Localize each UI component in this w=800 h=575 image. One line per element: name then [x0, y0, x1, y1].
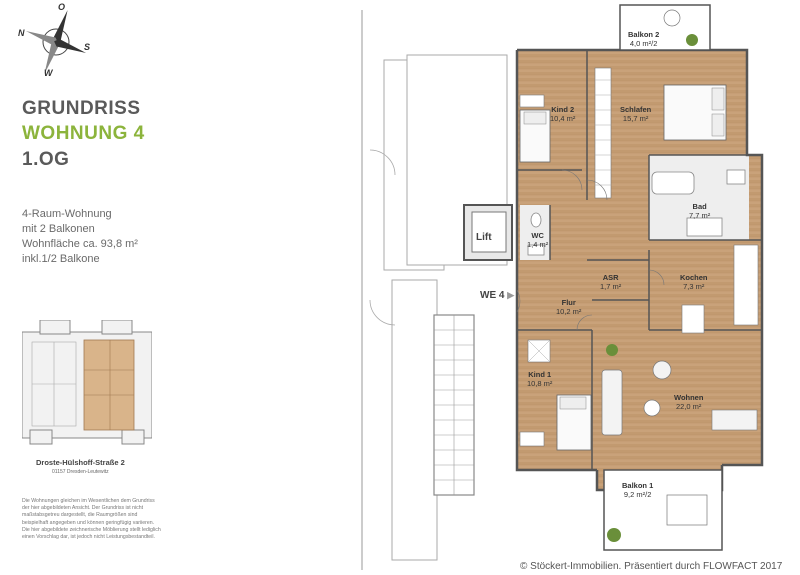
info-line: inkl.1/2 Balkone	[22, 253, 100, 265]
room-area: 1,4 m²	[527, 240, 549, 249]
room-wc: WC 1,4 m²	[527, 231, 548, 249]
room-balkon-2: Balkon 2 4,0 m²/2	[628, 30, 659, 48]
title-grundriss: GRUNDRISS	[22, 98, 141, 119]
room-flur: Flur 10,2 m²	[556, 298, 581, 316]
room-name: Flur	[561, 298, 576, 307]
room-area: 10,8 m²	[527, 379, 553, 388]
title-wohnung: WOHNUNG 4	[22, 123, 145, 144]
room-name: Bad	[692, 202, 707, 211]
info-line: 4-Raum-Wohnung	[22, 208, 112, 220]
room-area: 1,7 m²	[600, 282, 622, 291]
room-name: Schlafen	[620, 105, 652, 114]
disclaimer-line: Die Wohnungen gleichen im Wesentlichen d…	[22, 498, 155, 504]
room-area: 15,7 m²	[622, 114, 649, 123]
info-line: mit 2 Balkonen	[22, 223, 95, 235]
room-name: ASR	[602, 273, 619, 282]
disclaimer-line: beispielhaft angegeben und können gering…	[22, 519, 155, 526]
room-bad: Bad 7,7 m²	[689, 202, 710, 220]
address-city: 01157 Dresden-Leutewitz	[52, 469, 109, 475]
room-kind-1: Kind 1 10,8 m²	[527, 370, 552, 388]
room-area: 22,0 m²	[676, 402, 702, 411]
room-name: Balkon 2	[628, 30, 660, 39]
entrance-arrow-icon: ▶	[507, 290, 515, 300]
compass-label-s: S	[84, 42, 91, 52]
room-wohnen: Wohnen 22,0 m²	[674, 393, 703, 411]
floor-plan-drawing	[361, 4, 764, 570]
disclaimer-line: einen Vorschlag dar, ist jedoch nicht Le…	[22, 534, 155, 541]
room-kind-2: Kind 2 10,4 m²	[550, 105, 575, 123]
room-area: 7,7 m²	[689, 211, 711, 220]
info-line: Wohnfläche ca. 93,8 m²	[22, 238, 138, 250]
disclaimer-line: maßstabsgetreu dargestellt, die Raumgröß…	[22, 512, 138, 519]
copyright: © Stöckert-Immobilien. Präsentiert durch…	[520, 561, 783, 572]
building-overview-plan	[21, 319, 153, 445]
room-area: 7,3 m²	[683, 282, 705, 291]
room-name: Wohnen	[674, 393, 704, 402]
room-kochen: Kochen 7,3 m²	[680, 273, 708, 291]
room-name: WC	[531, 231, 544, 240]
entrance-text: WE 4	[480, 290, 505, 301]
room-name: Kind 1	[528, 370, 552, 379]
room-name: Kochen	[680, 273, 708, 282]
room-balkon-1: Balkon 1 9,2 m²/2	[622, 481, 653, 499]
apartment-info: 4-Raum-Wohnung mit 2 Balkonen Wohnfläche…	[22, 207, 138, 267]
room-name: Balkon 1	[622, 481, 654, 490]
address-street: Droste-Hülshoff-Straße 2	[36, 458, 125, 467]
lift-label: Lift	[476, 232, 492, 243]
entrance-label: WE 4 ▶	[480, 290, 514, 301]
title-floor: 1.OG	[22, 149, 70, 170]
room-asr: ASR 1,7 m²	[600, 273, 621, 291]
compass-icon	[25, 10, 87, 74]
disclaimer-line: Die hier abgebildete zeichnerische Möbli…	[22, 526, 161, 533]
room-area: 10,2 m²	[556, 307, 582, 316]
room-schlafen: Schlafen 15,7 m²	[620, 105, 651, 123]
compass-label-o: O	[58, 2, 66, 12]
info-panel: O N S W GRUNDRISS WOHNUNG 4 1.OG 4-Raum-…	[0, 0, 345, 575]
compass-label-w: W	[44, 68, 53, 78]
room-area: 9,2 m²/2	[623, 490, 652, 499]
disclaimer-line: der hier abgebildeten Ansicht. Der Grund…	[22, 505, 144, 512]
room-name: Kind 2	[551, 105, 575, 114]
room-area: 4,0 m²/2	[629, 39, 658, 48]
disclaimer: Die Wohnungen gleichen im Wesentlichen d…	[22, 498, 217, 541]
compass-rose: O N S W	[14, 0, 99, 85]
room-area: 10,4 m²	[550, 114, 576, 123]
floor-plan: Balkon 2 4,0 m²/2 Kind 2 10,4 m² Schlafe…	[352, 0, 800, 575]
compass-label-n: N	[18, 28, 25, 38]
